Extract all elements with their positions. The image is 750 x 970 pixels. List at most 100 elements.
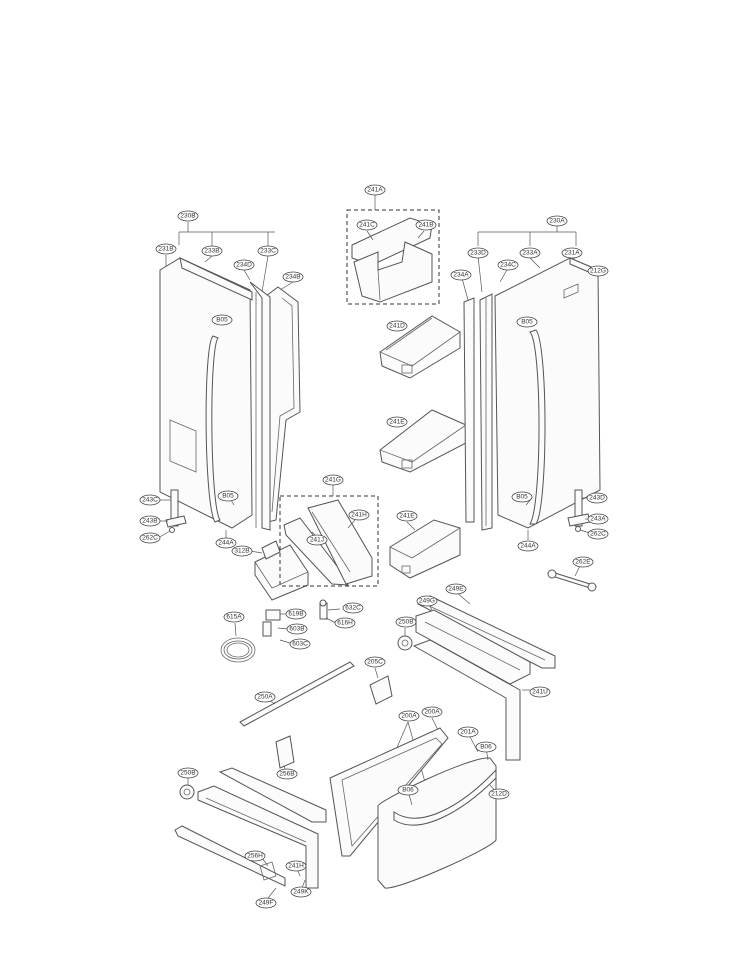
svg-text:603C: 603C [292,641,308,648]
bin-241d [379,315,461,379]
bin-241e-low [389,519,461,579]
label-230B: 230B [177,210,199,222]
svg-text:234C: 234C [500,262,516,269]
wrench-262e [547,565,597,592]
svg-text:262C: 262C [590,531,606,538]
label-B05-left-bot: B05 [217,490,239,502]
right-door-assembly [461,222,601,531]
label-241H-low: 241H [285,860,307,872]
svg-text:241D: 241D [389,323,405,330]
svg-text:603B: 603B [289,626,304,633]
label-603C: 603C [289,638,311,650]
label-201A: 201A [457,726,479,738]
label-233A: 233A [519,247,541,259]
lower-rail-assembly [174,735,327,899]
label-205C: 205C [364,656,386,668]
svg-text:233B: 233B [204,248,219,255]
label-241C: 241C [356,219,378,231]
label-230A: 230A [546,215,568,227]
svg-text:312B: 312B [234,548,249,555]
label-249K: 249K [290,886,312,898]
label-250B-top: 250B [395,616,417,628]
svg-text:619B: 619B [288,611,303,618]
label-262E: 262E [572,556,594,568]
label-244A-right: 244A [517,540,539,552]
label-234B: 234B [282,271,304,283]
label-241B: 241B [415,219,437,231]
svg-text:241A: 241A [367,187,383,194]
label-B05-right-bot: B05 [511,491,533,503]
label-250B-bot: 250B [177,767,199,779]
left-door-assembly [159,222,301,531]
svg-text:616H: 616H [337,620,353,627]
label-200A-left: 200A [398,710,420,722]
svg-text:244A: 244A [520,543,536,550]
label-231A: 231A [561,247,583,259]
svg-text:244A: 244A [218,540,234,547]
svg-text:212G: 212G [590,268,606,275]
label-249G: 249G [416,595,438,607]
svg-text:231A: 231A [564,250,580,257]
svg-text:241C: 241C [359,222,375,229]
label-234D-left: 234D [233,259,255,271]
label-241G: 241G [322,474,344,486]
svg-text:B06: B06 [402,787,414,794]
svg-text:243A: 243A [590,516,606,523]
label-241U: 241U [529,686,551,698]
label-241H: 241H [348,509,370,521]
label-234A: 234A [450,269,472,281]
label-256H: 256H [244,850,266,862]
svg-text:249E: 249E [448,586,464,593]
svg-text:256B: 256B [279,771,294,778]
label-B06-mid: B06 [397,784,419,796]
svg-text:231B: 231B [158,246,173,253]
part-number-labels: 230B 231B 233B 233C 234D 234B B05 B05 24… [139,184,609,909]
svg-text:243C: 243C [142,497,158,504]
label-200A-right: 200A [421,706,443,718]
svg-text:241H: 241H [351,512,367,519]
svg-text:262E: 262E [575,559,591,566]
label-233B: 233B [201,245,223,257]
svg-text:241H: 241H [288,863,304,870]
label-241J: 241J [306,534,328,546]
label-243C: 243C [139,494,161,506]
label-241D: 241D [386,320,408,332]
label-B05-right-top: B05 [516,316,538,328]
label-233C-left: 233C [257,245,279,257]
svg-text:249G: 249G [419,598,435,605]
bin-241g-group [279,485,379,587]
svg-text:234A: 234A [453,272,469,279]
svg-text:250B: 250B [180,770,195,777]
left-hinge-parts [157,489,235,539]
svg-text:615A: 615A [226,614,242,621]
svg-text:B05: B05 [222,493,234,500]
svg-text:200A: 200A [401,713,417,720]
svg-text:230A: 230A [549,218,565,225]
label-B06-right: B06 [475,741,497,753]
svg-text:241J: 241J [310,537,324,544]
svg-text:200A: 200A [424,709,440,716]
svg-text:241G: 241G [325,477,341,484]
svg-text:234D: 234D [236,262,252,269]
svg-text:241U: 241U [532,689,548,696]
svg-text:250B: 250B [398,619,413,626]
svg-text:250A: 250A [257,694,273,701]
label-262C-right: 262C [587,528,609,540]
label-249F: 249F [255,897,277,909]
label-249E: 249E [445,583,467,595]
svg-text:256H: 256H [247,853,263,860]
svg-text:B05: B05 [516,494,528,501]
label-234C: 234C [497,259,519,271]
label-615A: 615A [223,611,245,623]
label-619B: 619B [285,608,307,620]
bin-241a-group [346,195,440,305]
label-212G: 212G [587,265,609,277]
svg-text:234B: 234B [285,274,300,281]
svg-text:241B: 241B [418,222,433,229]
bin-241e-mid [379,409,467,473]
svg-text:249K: 249K [293,889,309,896]
label-241E-mid: 241E [386,416,408,428]
label-241E-low: 241E [396,510,418,522]
label-250A: 250A [254,691,276,703]
